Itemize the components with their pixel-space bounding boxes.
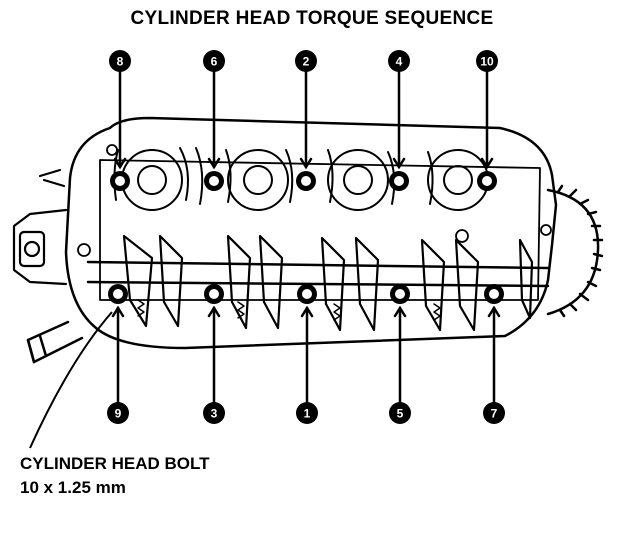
leader-arrow [299, 157, 313, 170]
sequence-number: 1 [304, 407, 311, 421]
sequence-number: 7 [491, 407, 498, 421]
sequence-badge [107, 402, 129, 424]
valve-springs [137, 299, 441, 321]
detail-holes [77, 144, 552, 257]
sequence-badge [389, 402, 411, 424]
sequence-number: 2 [303, 55, 310, 69]
sequence-number: 8 [117, 55, 124, 69]
leader-arrow [393, 305, 407, 318]
bolt-label-leader [29, 311, 113, 449]
sequence-number: 5 [397, 407, 404, 421]
leader-arrow [207, 157, 221, 170]
sequence-badge [476, 50, 498, 72]
leader-arrow [111, 305, 125, 318]
bolt-socket [300, 175, 312, 187]
leader-arrow [487, 305, 501, 318]
bolt-socket [114, 175, 126, 187]
cam-pulley [546, 184, 604, 318]
leader-lines [111, 70, 501, 404]
head-outline [64, 116, 558, 350]
bolt-group: 8 6 2 4 10 9 3 1 5 7 [107, 50, 505, 424]
bolt-socket [481, 175, 493, 187]
upper-rockers [113, 147, 434, 205]
bolt-label: CYLINDER HEAD BOLT 10 x 1.25 mm [20, 452, 210, 500]
sequence-badge [388, 50, 410, 72]
cam-towers [121, 149, 489, 211]
sequence-badge [203, 402, 225, 424]
sequence-number: 3 [211, 407, 218, 421]
sequence-badge [203, 50, 225, 72]
rocker-shaft-lower [86, 280, 550, 288]
bolt-socket [394, 288, 406, 300]
sequence-badge [483, 402, 505, 424]
bolt-socket [112, 288, 124, 300]
leader-arrow [113, 157, 127, 170]
rocker-shaft [86, 260, 550, 270]
sequence-number: 4 [396, 55, 403, 69]
sequence-number: 9 [115, 407, 122, 421]
leader-arrow [480, 157, 494, 170]
sequence-number: 10 [480, 55, 494, 69]
rocker-arms [122, 234, 534, 332]
sequence-badge [109, 50, 131, 72]
sequence-badge [295, 50, 317, 72]
bolt-socket [208, 175, 220, 187]
cylinder-head-drawing [12, 116, 604, 364]
sequence-badge [296, 402, 318, 424]
left-end-housing [12, 168, 68, 286]
coolant-outlet [26, 320, 84, 364]
leader-arrow [207, 305, 221, 318]
bolt-socket [301, 288, 313, 300]
sequence-number: 6 [211, 55, 218, 69]
bolt-socket [393, 175, 405, 187]
bolt-label-line2: 10 x 1.25 mm [20, 478, 126, 497]
leader-arrow [300, 305, 314, 318]
leader-arrow [392, 157, 406, 170]
bolt-socket [208, 288, 220, 300]
bolt-socket [488, 288, 500, 300]
bolt-label-line1: CYLINDER HEAD BOLT [20, 454, 210, 473]
diagram-title: CYLINDER HEAD TORQUE SEQUENCE [130, 8, 494, 29]
